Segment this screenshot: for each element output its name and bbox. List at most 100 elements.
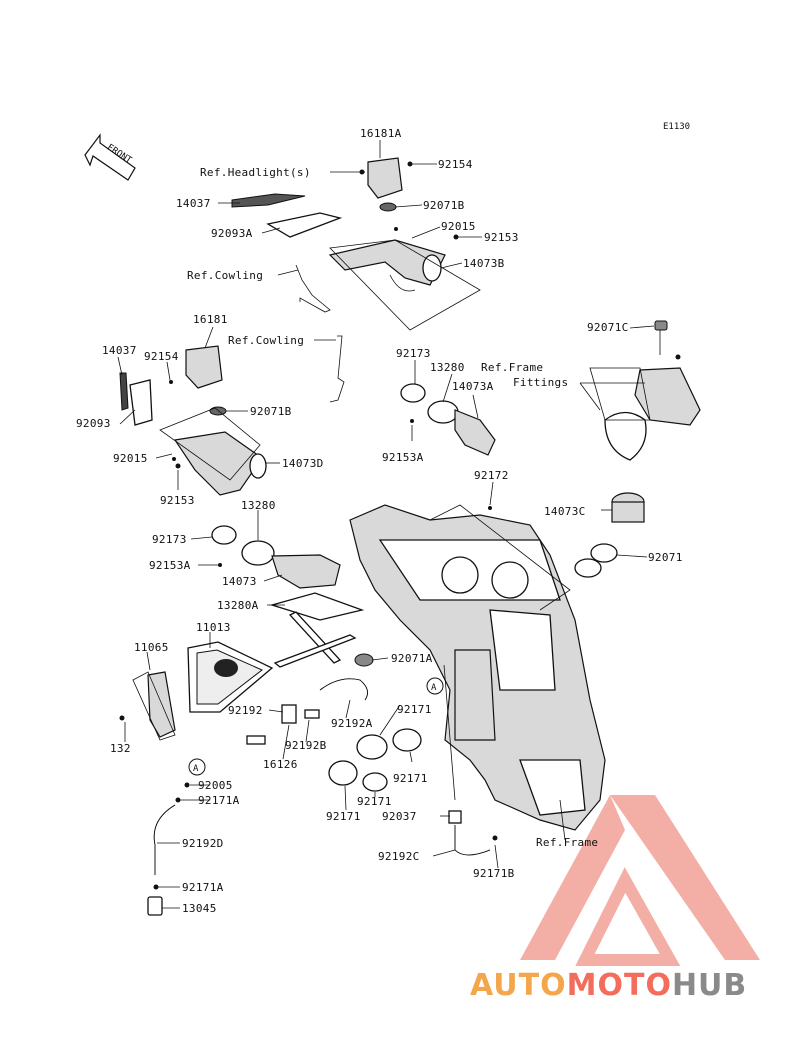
callout-92172: 92172 <box>474 469 509 482</box>
marker-a-hose <box>188 758 206 776</box>
callout-92171A-lower: 92171A <box>182 881 224 894</box>
callout-14037-left: 14037 <box>102 344 137 357</box>
bracket-cowling-left <box>329 335 345 403</box>
callout-labels: E1130 16181A 92154 Ref.Headlight(s) 1403… <box>76 122 690 915</box>
callout-92071C: 92071C <box>587 321 629 334</box>
callout-92071B-left: 92071B <box>250 405 292 418</box>
callout-14073A: 14073A <box>452 380 494 393</box>
callout-92173-upper: 92173 <box>396 347 431 360</box>
group-outline-upper <box>329 239 481 331</box>
watermark-logo <box>520 795 760 966</box>
callout-16126: 16126 <box>263 758 298 771</box>
callout-92071: 92071 <box>648 551 683 564</box>
callout-11013: 11013 <box>196 621 231 634</box>
watermark-text: AUTOMOTOHUB <box>470 968 747 1003</box>
leader-lines <box>117 140 661 909</box>
callout-ref-headlight: Ref.Headlight(s) <box>200 166 311 179</box>
marker-a-frame <box>426 677 444 695</box>
callout-92093A: 92093A <box>211 227 253 240</box>
callout-14073C: 14073C <box>544 505 586 518</box>
callout-16181: 16181 <box>193 313 228 326</box>
part-16126 <box>281 704 297 724</box>
callout-13045: 13045 <box>182 902 217 915</box>
part-frame-fittings <box>604 367 701 461</box>
callout-ref-cowling-left: Ref.Cowling <box>228 334 304 347</box>
callout-92171-d: 92171 <box>326 810 361 823</box>
part-92192C <box>454 825 491 856</box>
logo-stroke-left <box>520 795 625 960</box>
front-arrow: FRONT <box>84 133 136 181</box>
part-13045 <box>147 896 163 916</box>
part-92071C <box>654 320 668 331</box>
callout-92153A-lower: 92153A <box>149 559 191 572</box>
airbox-frame <box>349 504 606 831</box>
callout-13280A: 13280A <box>217 599 259 612</box>
part-14073C <box>611 492 645 523</box>
part-92071B-upper <box>379 202 397 212</box>
part-14037-upper <box>231 193 306 208</box>
callout-ref-cowling-upper: Ref.Cowling <box>187 269 263 282</box>
callout-92154-left: 92154 <box>144 350 179 363</box>
callout-92192: 92192 <box>228 704 263 717</box>
part-92093 <box>129 379 153 426</box>
part-92093A <box>266 212 343 238</box>
callout-92171-a: 92171 <box>397 703 432 716</box>
callout-16181A: 16181A <box>360 127 402 140</box>
part-92171-clamps <box>328 728 422 792</box>
group-outline-fittings <box>589 367 651 421</box>
part-92192B <box>304 709 320 719</box>
group-outline-frame <box>429 504 571 611</box>
callout-92171A-upper: 92171A <box>198 794 240 807</box>
callout-132: 132 <box>110 742 131 755</box>
part-16181A <box>367 157 403 199</box>
part-92037 <box>448 810 462 824</box>
callout-92173-lower: 92173 <box>152 533 187 546</box>
part-92071B-left <box>209 406 227 416</box>
hardware-bolts <box>119 161 681 890</box>
watermark-moto: MOTO <box>567 968 672 1003</box>
callout-ref-frame: Ref.Frame <box>536 836 598 849</box>
callout-14073B: 14073B <box>463 257 505 270</box>
callout-92171-c: 92171 <box>357 795 392 808</box>
logo-stroke-right <box>610 795 760 960</box>
callout-92153A-upper: 92153A <box>382 451 424 464</box>
part-11013 <box>187 641 274 713</box>
group-outline-cover <box>132 671 176 741</box>
marker-a-hose-label: A <box>193 764 199 774</box>
callout-92171B: 92171B <box>473 867 515 880</box>
part-13280-upper <box>427 400 459 424</box>
callout-92005: 92005 <box>198 779 233 792</box>
callout-92015-left: 92015 <box>113 452 148 465</box>
diagram-code: E1130 <box>663 122 690 132</box>
callout-92015-upper: 92015 <box>441 220 476 233</box>
callout-14073: 14073 <box>222 575 257 588</box>
marker-a-frame-label: A <box>431 683 437 693</box>
part-14073D <box>173 431 267 496</box>
part-14073 <box>271 554 341 589</box>
callout-92171-b: 92171 <box>393 772 428 785</box>
group-outline-left <box>159 407 261 481</box>
callout-ref-frame-fittings-1: Ref.Frame <box>481 361 543 374</box>
bracket-cowling-upper <box>295 264 331 313</box>
part-92071A <box>354 653 374 667</box>
part-14037-left <box>119 372 129 411</box>
part-13280-lower <box>241 540 275 566</box>
callout-92192B: 92192B <box>285 739 327 752</box>
part-13280A <box>269 592 365 668</box>
callout-92192C: 92192C <box>378 850 420 863</box>
callout-92153-left: 92153 <box>160 494 195 507</box>
callout-14037-upper: 14037 <box>176 197 211 210</box>
part-92192D <box>153 804 176 875</box>
callout-92093: 92093 <box>76 417 111 430</box>
watermark-hub: HUB <box>672 968 747 1003</box>
callout-92192A: 92192A <box>331 717 373 730</box>
part-14073A <box>454 409 496 456</box>
watermark-auto: AUTO <box>470 968 567 1003</box>
logo-inner-triangle <box>575 867 681 966</box>
callout-13280-upper: 13280 <box>430 361 465 374</box>
part-92071-right <box>574 543 618 578</box>
callout-92154-upper: 92154 <box>438 158 473 171</box>
callout-92192D: 92192D <box>182 837 224 850</box>
